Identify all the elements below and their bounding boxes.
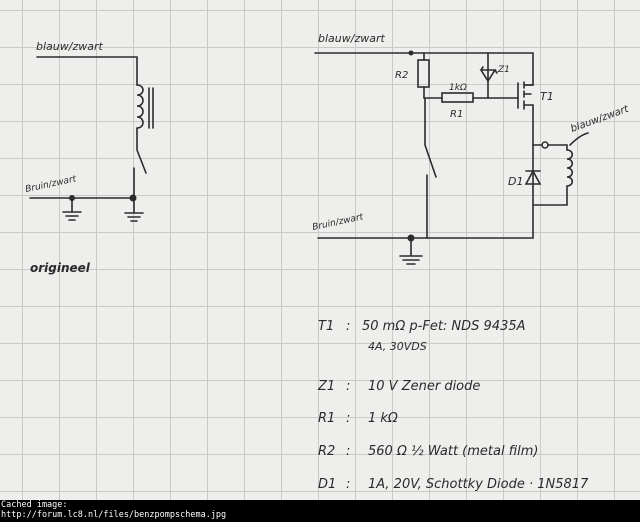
caption-title: Cached image: xyxy=(1,500,68,510)
label-r1-value: 1kΩ xyxy=(449,83,467,93)
ground-icon xyxy=(399,237,423,265)
mosfet-t1 xyxy=(517,81,534,110)
part-ref: R2 xyxy=(318,444,335,459)
original-circuit: blauw/zwart Bruin/zwart origineel xyxy=(25,40,154,275)
label-r1: R1 xyxy=(450,109,463,120)
part-sep: : xyxy=(346,379,350,394)
output-terminal xyxy=(541,141,549,149)
part-desc: 50 mΩ p-Fet: NDS 9435A xyxy=(362,319,526,334)
new-circuit: blauw/zwart Bruin/zwart blauw/zwart R2 1… xyxy=(312,32,631,265)
ground-icon xyxy=(62,197,82,221)
part-desc: 560 Ω ½ Watt (metal film) xyxy=(368,444,538,459)
diode-d1 xyxy=(524,169,542,185)
relay-coil xyxy=(136,84,144,129)
original-title: origineel xyxy=(30,261,91,275)
label-t1: T1 xyxy=(540,90,554,103)
switch xyxy=(424,97,437,239)
part-sep: : xyxy=(346,411,350,426)
label-d1: D1 xyxy=(508,175,523,188)
resistor-r1 xyxy=(441,92,474,103)
ground-icon xyxy=(124,197,144,222)
label-top-new: blauw/zwart xyxy=(318,32,385,45)
label-bottom-original: Bruin/zwart xyxy=(25,174,78,195)
label-z1: Z1 xyxy=(497,65,510,75)
label-output-new: blauw/zwart xyxy=(569,103,631,134)
part-sep: : xyxy=(346,319,350,334)
part-ref: D1 xyxy=(318,477,336,492)
schematic-drawing: blauw/zwart Bruin/zwart origineel blauw/… xyxy=(25,32,632,492)
label-top-original: blauw/zwart xyxy=(36,40,103,53)
part-desc: 10 V Zener diode xyxy=(368,379,480,394)
part-sep: : xyxy=(346,477,350,492)
cached-image-caption: Cached image: http://forum.lc8.nl/files/… xyxy=(0,500,640,522)
relay-core xyxy=(148,87,154,129)
part-ref: R1 xyxy=(318,411,335,426)
part-sub: 4A, 30VDS xyxy=(368,340,427,353)
label-r2: R2 xyxy=(395,70,408,81)
pump-coil xyxy=(532,149,574,206)
resistor-r2 xyxy=(417,59,430,88)
label-bottom-new: Bruin/zwart xyxy=(312,212,365,233)
caption-url: http://forum.lc8.nl/files/benzpompschema… xyxy=(1,510,227,520)
junction-dot xyxy=(129,194,137,202)
junction-dot xyxy=(408,50,414,56)
parts-list: T1 : 50 mΩ p-Fet: NDS 9435A 4A, 30VDS Z1… xyxy=(317,319,589,492)
part-ref: Z1 xyxy=(317,379,335,394)
part-desc: 1 kΩ xyxy=(368,411,398,426)
part-ref: T1 xyxy=(318,319,334,334)
zener-diode-z1 xyxy=(479,66,498,83)
part-desc: 1A, 20V, Schottky Diode · 1N5817 xyxy=(368,477,589,492)
part-sep: : xyxy=(346,444,350,459)
